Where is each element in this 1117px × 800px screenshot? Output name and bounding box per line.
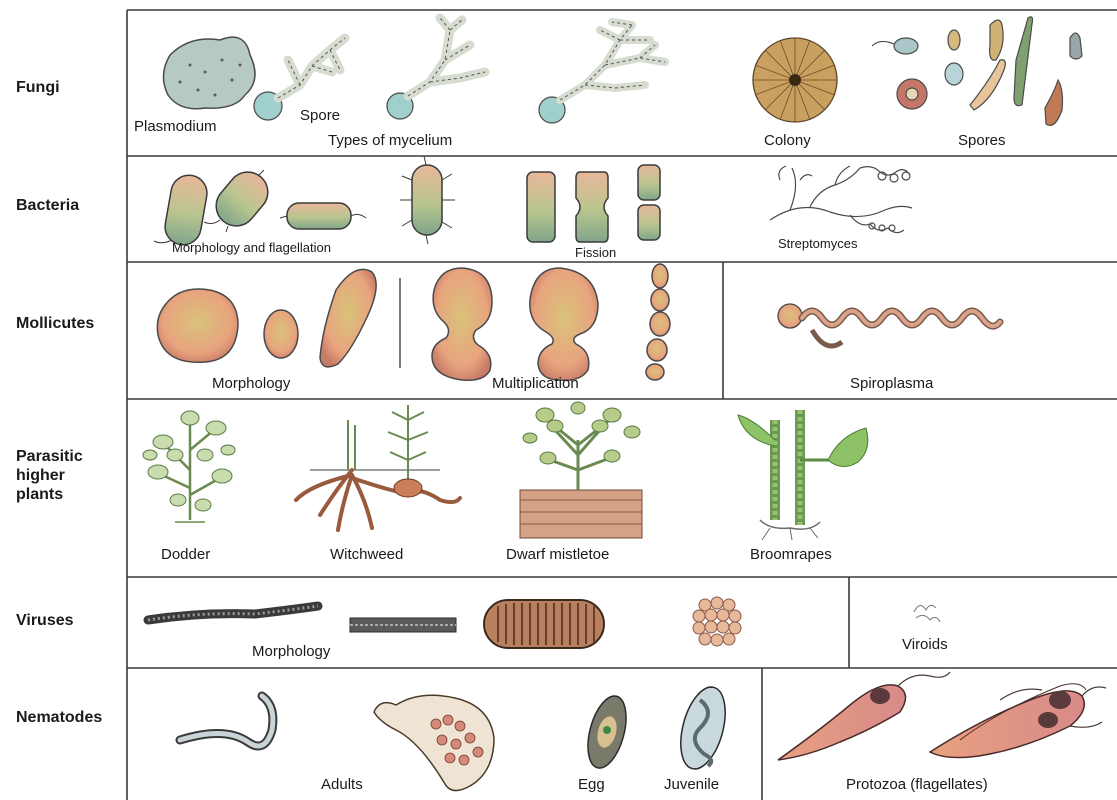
caption-viroids: Viroids: [902, 636, 948, 653]
fungi-mycelium-2-illustration: [387, 18, 485, 119]
row-label-mollicutes: Mollicutes: [16, 314, 94, 333]
caption-multiplication: Multiplication: [492, 375, 579, 392]
caption-virus-morphology: Morphology: [252, 643, 330, 660]
row-label-viruses: Viruses: [16, 611, 74, 630]
row-label-fungi: Fungi: [16, 78, 60, 97]
row-label-nematodes: Nematodes: [16, 708, 102, 727]
caption-types-of-mycelium: Types of mycelium: [328, 132, 452, 149]
caption-adults: Adults: [321, 776, 363, 793]
nematode-adult-illustration: [180, 696, 273, 746]
viroids-illustration: [914, 605, 940, 622]
caption-dwarf-mistletoe: Dwarf mistletoe: [506, 546, 609, 563]
dodder-illustration: [143, 411, 235, 522]
dwarf-mistletoe-illustration: [520, 402, 642, 538]
caption-streptomyces: Streptomyces: [778, 236, 857, 251]
fungi-mycelium-3-illustration: [539, 22, 665, 123]
virus-bacilliform-illustration: [484, 600, 604, 648]
caption-plasmodium: Plasmodium: [134, 118, 217, 135]
caption-protozoa-flagellates: Protozoa (flagellates): [846, 776, 988, 793]
fungi-spores-illustration: [872, 17, 1082, 126]
virus-rod-illustration: [148, 606, 456, 632]
virus-isometric-illustration: [693, 597, 741, 646]
caption-mollicutes-morphology: Morphology: [212, 375, 290, 392]
nematode-juvenile-illustration: [673, 682, 733, 773]
nematode-egg-illustration: [581, 692, 633, 772]
caption-morphology-flagellation: Morphology and flagellation: [172, 240, 331, 255]
caption-juvenile: Juvenile: [664, 776, 719, 793]
fungi-plasmodium-illustration: [163, 37, 255, 109]
mollicutes-morphology-illustration: [157, 269, 400, 368]
caption-spiroplasma: Spiroplasma: [850, 375, 933, 392]
row-label-parasitic-higher-plants: Parasitic higher plants: [16, 447, 83, 504]
caption-egg: Egg: [578, 776, 605, 793]
bacteria-rods-illustration: [154, 156, 455, 248]
protozoa-illustration: [778, 672, 1106, 760]
caption-fission: Fission: [575, 245, 616, 260]
bacteria-fission-illustration: [527, 165, 660, 242]
caption-broomrapes: Broomrapes: [750, 546, 832, 563]
caption-colony: Colony: [764, 132, 811, 149]
witchweed-illustration: [296, 405, 460, 530]
mollicutes-multiplication-illustration: [432, 264, 670, 380]
caption-spore: Spore: [300, 107, 340, 124]
caption-spores: Spores: [958, 132, 1006, 149]
caption-witchweed: Witchweed: [330, 546, 403, 563]
caption-dodder: Dodder: [161, 546, 210, 563]
nematode-female-illustration: [374, 695, 494, 790]
row-label-bacteria: Bacteria: [16, 196, 79, 215]
streptomyces-illustration: [770, 166, 912, 233]
broomrapes-illustration: [738, 410, 868, 540]
fungi-colony-illustration: [753, 38, 837, 122]
spiroplasma-illustration: [778, 304, 1000, 346]
table-grid: [127, 10, 1117, 800]
